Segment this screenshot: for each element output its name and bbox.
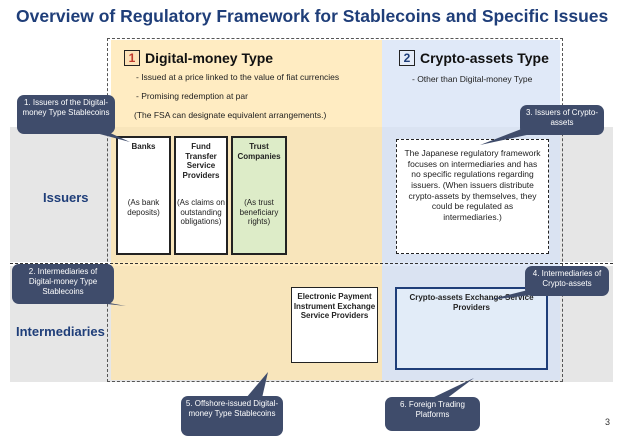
digital-money-desc-line-3: (The FSA can designate equivalent arrang… [134,110,327,120]
callout-intermediaries-digital-money: 2. Intermediaries of Digital-money Type … [12,264,114,304]
digital-money-desc-line-2: - Promising redemption at par [136,91,248,101]
digital-money-desc-line-1: - Issued at a price linked to the value … [136,72,340,82]
crypto-exchange-box: Crypto-assets Exchange Service Providers [395,287,548,370]
fund-transfer-label: Fund Transfer Service Providers [182,142,220,180]
page-title: Overview of Regulatory Framework for Sta… [16,6,609,26]
page-number: 3 [604,417,610,427]
banks-label: Banks [131,142,156,151]
callout-issuers-digital-money: 1. Issuers of the Digital-money Type Sta… [17,95,115,134]
crypto-assets-title: Crypto-assets Type [420,50,549,66]
framework-outline [107,38,563,382]
banks-box: Banks (As bank deposits) [116,136,171,255]
digital-money-number-badge: 1 [124,50,140,66]
callout-foreign-platforms: 6. Foreign Trading Platforms [385,397,480,431]
callout-issuers-crypto: 3. Issuers of Crypto-assets [520,105,604,135]
row-divider [10,263,613,264]
callout-intermediaries-crypto: 4. Intermediaries of Crypto-assets [525,266,609,296]
digital-money-header: 1 Digital-money Type [124,50,273,66]
crypto-assets-number-badge: 2 [399,50,415,66]
intermediaries-row-label: Intermediaries [16,324,105,339]
fund-transfer-note: (As claims on outstanding obligations) [176,198,225,227]
banks-note: (As bank deposits) [127,198,160,217]
issuers-row-label: Issuers [43,190,89,205]
trust-companies-label: Trust Companies [237,142,281,161]
crypto-assets-header: 2 Crypto-assets Type [399,50,549,66]
trust-companies-note: (As trust beneficiary rights) [239,198,279,227]
callout-offshore-stablecoins: 5. Offshore-issued Digital-money Type St… [181,396,283,436]
crypto-assets-desc: - Other than Digital-money Type [412,74,533,84]
crypto-issuers-note: The Japanese regulatory framework focuse… [396,139,549,254]
trust-companies-box: Trust Companies (As trust beneficiary ri… [231,136,287,255]
digital-money-title: Digital-money Type [145,50,274,66]
fund-transfer-box: Fund Transfer Service Providers (As clai… [174,136,228,255]
epi-exchange-box: Electronic Payment Instrument Exchange S… [291,287,378,363]
